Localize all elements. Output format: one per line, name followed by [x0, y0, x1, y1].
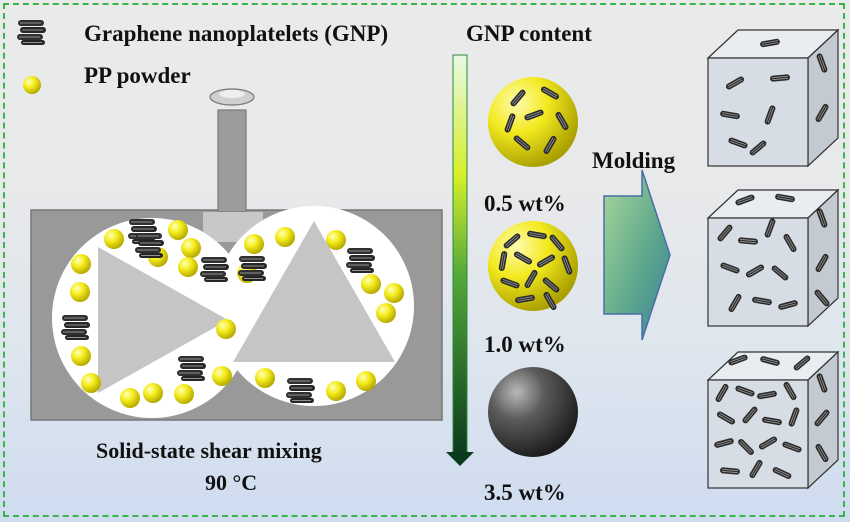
mixer — [30, 88, 443, 421]
gnp-content-arrow — [446, 54, 474, 466]
pp-legend-icon — [23, 76, 41, 94]
gnp-legend-icon — [16, 19, 47, 46]
molding-label: Molding — [592, 148, 676, 173]
mixer-feed-tube — [217, 109, 247, 213]
mixer-funnel-opening — [219, 90, 245, 98]
sphere-mid-gnp — [488, 221, 578, 312]
cube-low-gnp — [706, 28, 840, 168]
cube-high-gnp — [706, 350, 840, 490]
content-level-label: 3.5 wt% — [484, 480, 566, 505]
sphere-low-gnp — [488, 77, 578, 167]
gnp-content-title: GNP content — [466, 21, 592, 46]
content-level-label: 1.0 wt% — [484, 332, 566, 357]
right-rotor — [233, 221, 395, 362]
left-rotor — [98, 247, 228, 393]
cube-mid-gnp — [706, 188, 840, 328]
mixing-process-label: Solid-state shear mixing — [96, 438, 322, 463]
gnp-legend-label: Graphene nanoplatelets (GNP) — [84, 21, 389, 46]
content-level-label: 0.5 wt% — [484, 191, 566, 216]
sphere-high-gnp — [488, 367, 578, 457]
molding-arrow — [603, 169, 671, 341]
pp-legend-label: PP powder — [84, 63, 191, 88]
mixing-temperature-label: 90 °C — [205, 470, 258, 495]
